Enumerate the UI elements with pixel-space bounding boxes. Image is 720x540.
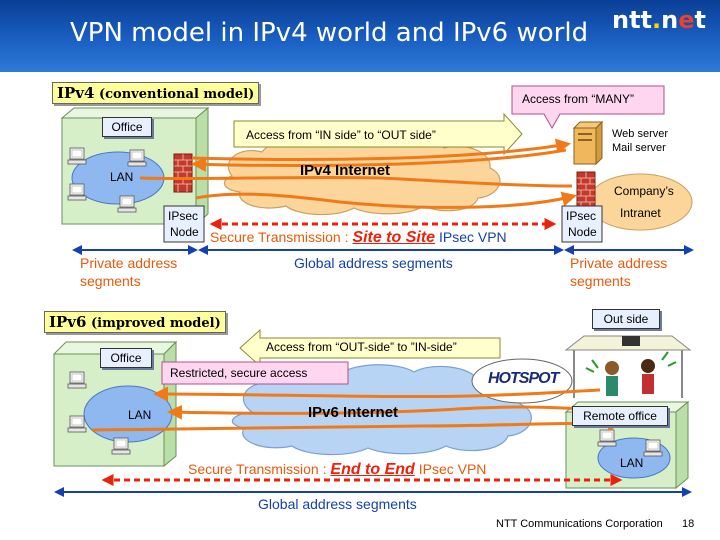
company-intranet-label-1: Company’s	[614, 184, 674, 198]
ipv6-model-tag: IPv6 (improved model)	[44, 311, 226, 333]
private-left-line1: Private address	[80, 255, 178, 271]
access-many-label: Access from “MANY”	[522, 92, 635, 106]
out-side-label: Out side	[592, 309, 660, 329]
logo-part3: e	[678, 6, 695, 34]
logo-part1: ntt	[612, 6, 653, 34]
ipsec-node-left-line2: Node	[170, 225, 199, 239]
ipv4-secure-prefix: Secure Transmission :	[210, 229, 353, 245]
ipv4-global-segments: Global address segments	[294, 255, 453, 271]
ipv6-internet-label: IPv6 Internet	[308, 404, 399, 421]
ipv4-secure-suffix: IPsec VPN	[438, 229, 507, 245]
logo-part4: t	[694, 6, 707, 34]
footer-text: NTT Communications Corporation	[496, 518, 663, 530]
company-intranet-ellipse	[587, 173, 693, 231]
logo-dot: .	[652, 6, 662, 34]
logo-part2: n	[661, 6, 679, 34]
access-in-out-arrow-shape	[233, 112, 523, 156]
header-bar	[0, 0, 720, 72]
remote-office-label: Remote office	[572, 406, 668, 426]
hotspot-logo-text: HOTSPOT	[488, 370, 559, 387]
ipv6-lan-label: LAN	[128, 408, 152, 422]
web-server-label: Web server	[612, 128, 669, 140]
ipsec-node-left-box	[163, 205, 205, 243]
ipv4-secure-transmission: Secure Transmission : Site to Site IPsec…	[210, 229, 507, 247]
ipv6-secure-prefix: Secure Transmission :	[188, 461, 331, 477]
ipv6-secure-emphasis: End to End	[330, 461, 415, 478]
ipv6-global-segments: Global address segments	[258, 496, 417, 512]
ipv6-tag-sub: (improved model)	[90, 316, 221, 331]
access-in-out-label: Access from “IN side” to “OUT side”	[246, 128, 436, 142]
page-number: 18	[682, 518, 695, 530]
ipsec-node-left-line1: IPsec	[168, 209, 199, 223]
ipv4-secure-emphasis: Site to Site	[352, 229, 436, 246]
ipv6-secure-suffix: IPsec VPN	[418, 461, 487, 477]
private-right-line2: segments	[570, 273, 631, 289]
access-many-callout-shape	[511, 85, 665, 130]
ipv4-tag-sub: (conventional model)	[98, 87, 255, 102]
out-side-kiosk	[564, 335, 692, 398]
remote-lan-label: LAN	[620, 456, 644, 470]
ipv4-office-label: Office	[102, 117, 152, 137]
ipv4-internet-label: IPv4 Internet	[300, 162, 391, 179]
ipv6-secure-transmission: Secure Transmission : End to End IPsec V…	[188, 461, 486, 479]
ipv4-model-tag: IPv4 (conventional model)	[52, 82, 260, 104]
ipv4-right-firewall	[576, 171, 596, 211]
ipv6-tag-main: IPv6	[49, 313, 87, 331]
access-out-in-label: Access from “OUT-side” to ”IN-side”	[266, 340, 457, 354]
company-intranet-label-2: Intranet	[620, 206, 661, 220]
access-out-in-arrow-shape	[239, 328, 501, 368]
ntt-logo: ntt.net	[612, 6, 706, 34]
slide-title: VPN model in IPv4 world and IPv6 world	[70, 18, 589, 48]
ipsec-node-right-box	[561, 205, 603, 243]
private-left-line2: segments	[80, 273, 141, 289]
ipv4-left-firewall	[173, 153, 193, 193]
ipsec-node-right-line2: Node	[568, 225, 597, 239]
ipv6-office-label: Office	[100, 348, 152, 368]
mail-server-label: Mail server	[612, 142, 666, 154]
restricted-label: Restricted, secure access	[170, 366, 308, 380]
server-icon	[572, 120, 604, 166]
ipv4-lan-label: LAN	[110, 170, 134, 184]
restricted-box	[161, 361, 349, 385]
ipsec-node-right-line1: IPsec	[566, 209, 597, 223]
private-right-line1: Private address	[570, 255, 668, 271]
ipv4-tag-main: IPv4	[57, 84, 95, 102]
